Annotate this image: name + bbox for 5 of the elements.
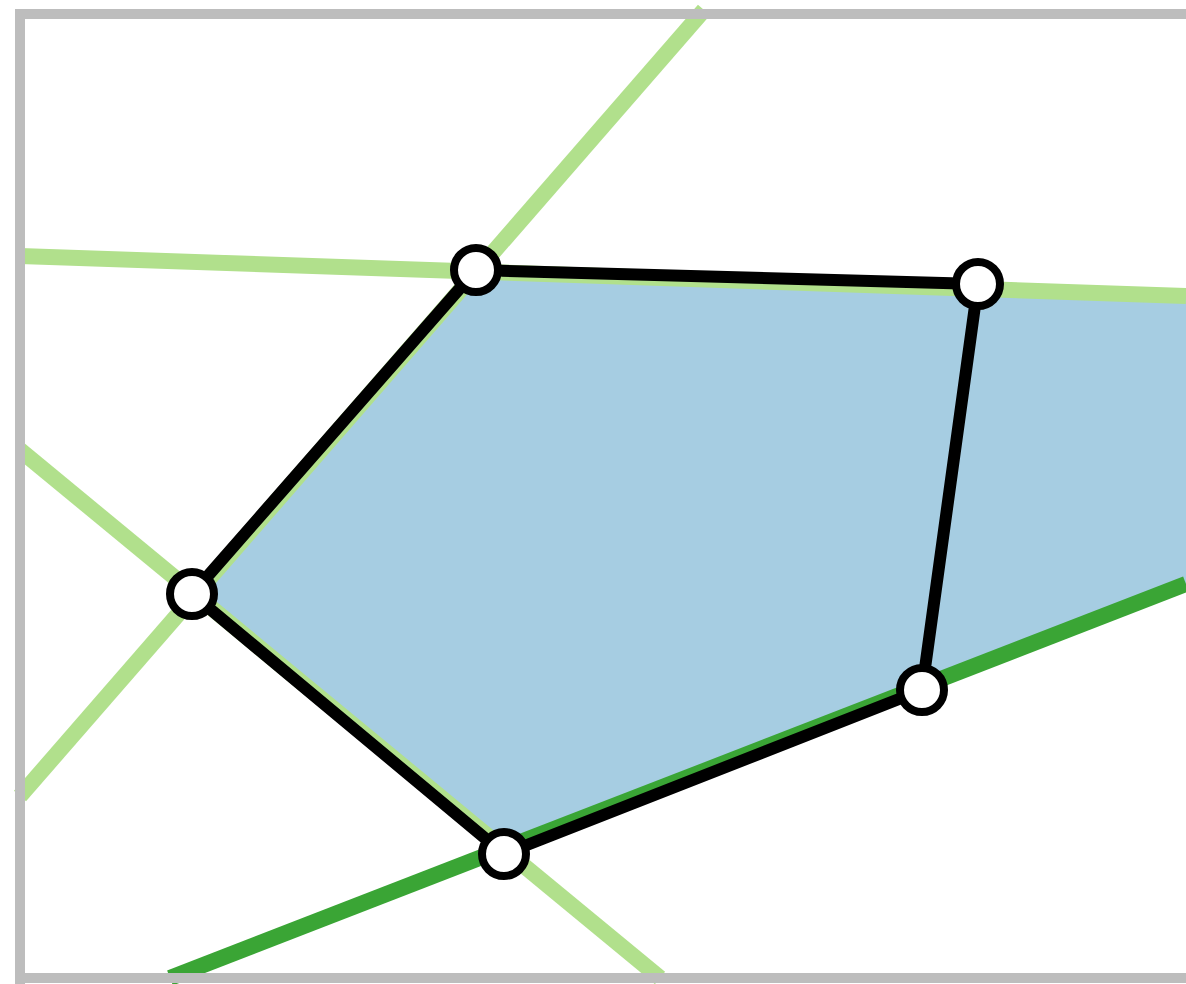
polygon-edge <box>919 303 981 671</box>
polygon-edge <box>522 693 904 851</box>
polygon-edge <box>203 283 465 581</box>
vertex-circle <box>952 258 1004 310</box>
polygon-edge <box>205 604 491 844</box>
